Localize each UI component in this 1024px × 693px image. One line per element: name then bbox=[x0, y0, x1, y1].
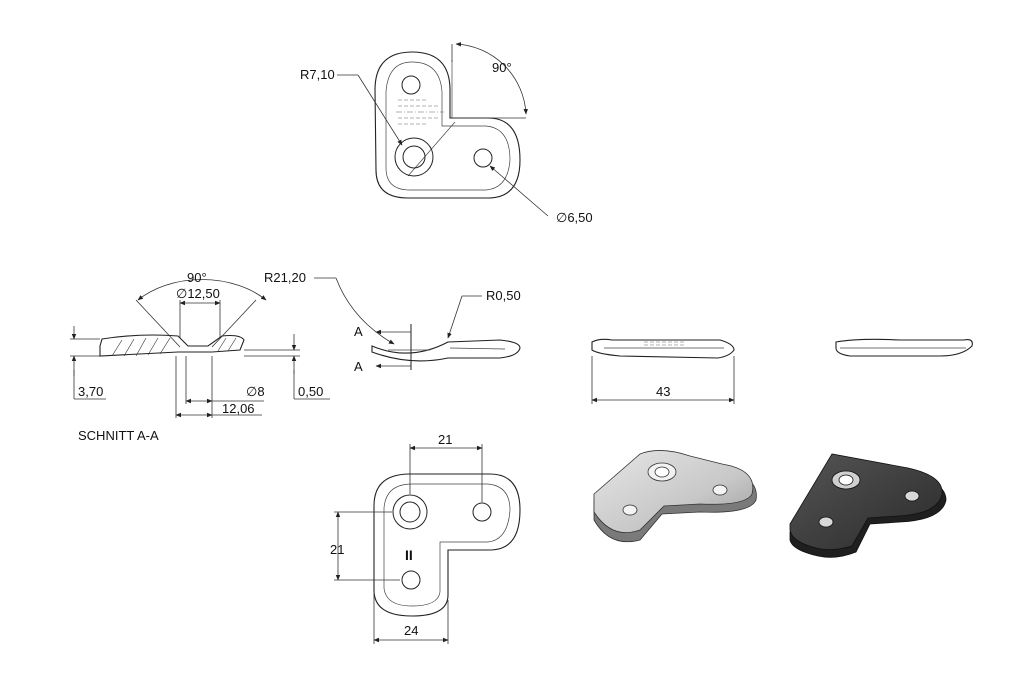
render-light bbox=[593, 450, 757, 543]
section-thickness-label: 3,70 bbox=[78, 384, 103, 399]
render-light-hole-left bbox=[622, 504, 638, 516]
bottom-hole-countersink bbox=[392, 494, 428, 530]
bottom-width-label: 24 bbox=[404, 623, 418, 638]
top-hole-countersink bbox=[394, 137, 434, 177]
render-dark-hole-right bbox=[904, 490, 920, 502]
front-view: A A R21,20 R0,50 bbox=[264, 270, 521, 374]
bottom-view: II 21 21 24 bbox=[330, 432, 521, 644]
front-profile bbox=[371, 339, 521, 362]
render-light-top bbox=[593, 450, 754, 534]
top-view-outline bbox=[374, 51, 521, 199]
bottom-hole-right bbox=[472, 502, 492, 522]
top-hole-dia-label: ∅6,50 bbox=[556, 210, 593, 225]
bottom-hole-lower bbox=[401, 570, 421, 590]
render-dark-hole-left bbox=[818, 516, 834, 528]
bottom-hole-countersink-inner bbox=[399, 501, 421, 523]
top-angle-label: 90° bbox=[492, 60, 512, 75]
side-profile bbox=[591, 338, 735, 359]
bottom-marking: II bbox=[405, 547, 413, 563]
top-hole-right bbox=[473, 148, 493, 168]
section-angle-label: 90° bbox=[187, 270, 207, 285]
section-view: 90° ∅12,50 3,70 ∅8 12,06 0,50 SCHNITT A-… bbox=[70, 270, 330, 443]
side-view: 43 bbox=[591, 338, 973, 404]
section-offset-label: 0,50 bbox=[298, 384, 323, 399]
top-view: 90° R7,10 ∅6,50 bbox=[300, 42, 593, 225]
render-dark-top bbox=[789, 453, 943, 550]
render-light-hole-right bbox=[712, 484, 728, 496]
section-cs-width-label: 12,06 bbox=[222, 401, 255, 416]
front-edge-radius-label: R0,50 bbox=[486, 288, 521, 303]
top-radius-label: R7,10 bbox=[300, 67, 335, 82]
top-hole-countersink-inner bbox=[402, 145, 426, 169]
bottom-spacing-x-label: 21 bbox=[438, 432, 452, 447]
bottom-view-outline bbox=[373, 473, 521, 617]
section-marker-top: A bbox=[354, 324, 363, 339]
section-caption: SCHNITT A-A bbox=[78, 428, 159, 443]
render-light-hole-cs-inner bbox=[654, 466, 670, 478]
section-marker-bottom: A bbox=[354, 359, 363, 374]
top-hole-upper bbox=[401, 75, 421, 95]
render-dark bbox=[789, 453, 947, 558]
bottom-view-inner bbox=[383, 483, 511, 607]
side-length-label: 43 bbox=[656, 384, 670, 399]
section-cs-dia-label: ∅12,50 bbox=[176, 286, 220, 301]
section-hole-dia-label: ∅8 bbox=[246, 384, 265, 399]
front-bend-radius-label: R21,20 bbox=[264, 270, 306, 285]
bottom-spacing-y-label: 21 bbox=[330, 542, 344, 557]
top-view-inner-edge bbox=[385, 61, 511, 191]
render-dark-hole-cs-inner bbox=[838, 474, 854, 486]
